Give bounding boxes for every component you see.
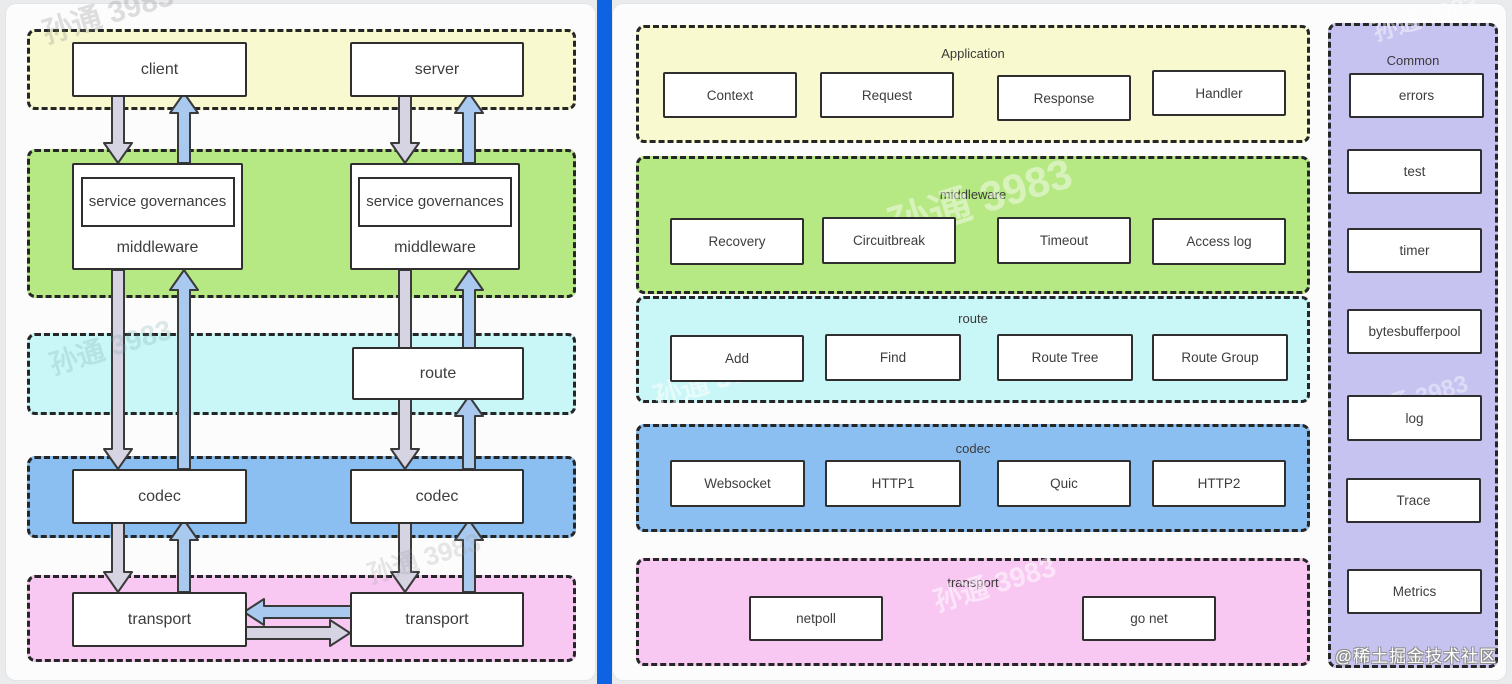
box-test: test [1347,149,1482,194]
box-bytesbufferpool: bytesbufferpool [1347,309,1482,354]
box-metrics: Metrics [1347,569,1482,614]
box-circuitbreak: Circuitbreak [822,217,956,264]
box-recovery: Recovery [670,218,804,265]
band-application-title: Application [941,46,1005,61]
service-governances-box-client: service governances [80,177,235,227]
box-timeout: Timeout [997,217,1131,264]
box-go-net: go net [1082,596,1216,641]
route-box: route [352,347,524,400]
credit-watermark: @稀土掘金技术社区 [1334,647,1498,666]
band-route-title: route [958,311,988,326]
box-quic: Quic [997,460,1131,507]
middleware-box-client: service governances middleware [72,163,243,270]
band-transport-title: transport [947,575,999,590]
panel-divider [597,0,612,684]
band-common-title: Common [1386,53,1440,68]
box-access-log: Access log [1152,218,1286,265]
client-box: client [72,42,247,97]
band-codec-title: codec [955,441,991,456]
box-timer: timer [1347,228,1482,273]
box-http1: HTTP1 [825,460,961,507]
box-trace: Trace [1346,478,1481,523]
box-find: Find [825,334,961,381]
box-response: Response [997,75,1131,121]
box-netpoll: netpoll [749,596,883,641]
box-route-group: Route Group [1152,334,1288,381]
box-request: Request [820,72,954,118]
codec-box-client: codec [72,469,247,524]
transport-box-server: transport [350,592,524,647]
box-log: log [1347,395,1482,441]
box-http2: HTTP2 [1152,460,1286,507]
box-add: Add [670,335,804,382]
middleware-label-client: middleware [116,238,199,256]
service-governances-box-server: service governances [358,177,512,227]
codec-box-server: codec [350,469,524,524]
box-route-tree: Route Tree [997,334,1133,381]
band-middleware-title: middleware [939,187,1007,202]
box-handler: Handler [1152,70,1286,116]
transport-box-client: transport [72,592,247,647]
box-websocket: Websocket [670,460,805,507]
server-box: server [350,42,524,97]
middleware-box-server: service governances middleware [350,163,520,270]
box-context: Context [663,72,797,118]
box-errors: errors [1349,73,1484,118]
middleware-label-server: middleware [394,238,476,256]
